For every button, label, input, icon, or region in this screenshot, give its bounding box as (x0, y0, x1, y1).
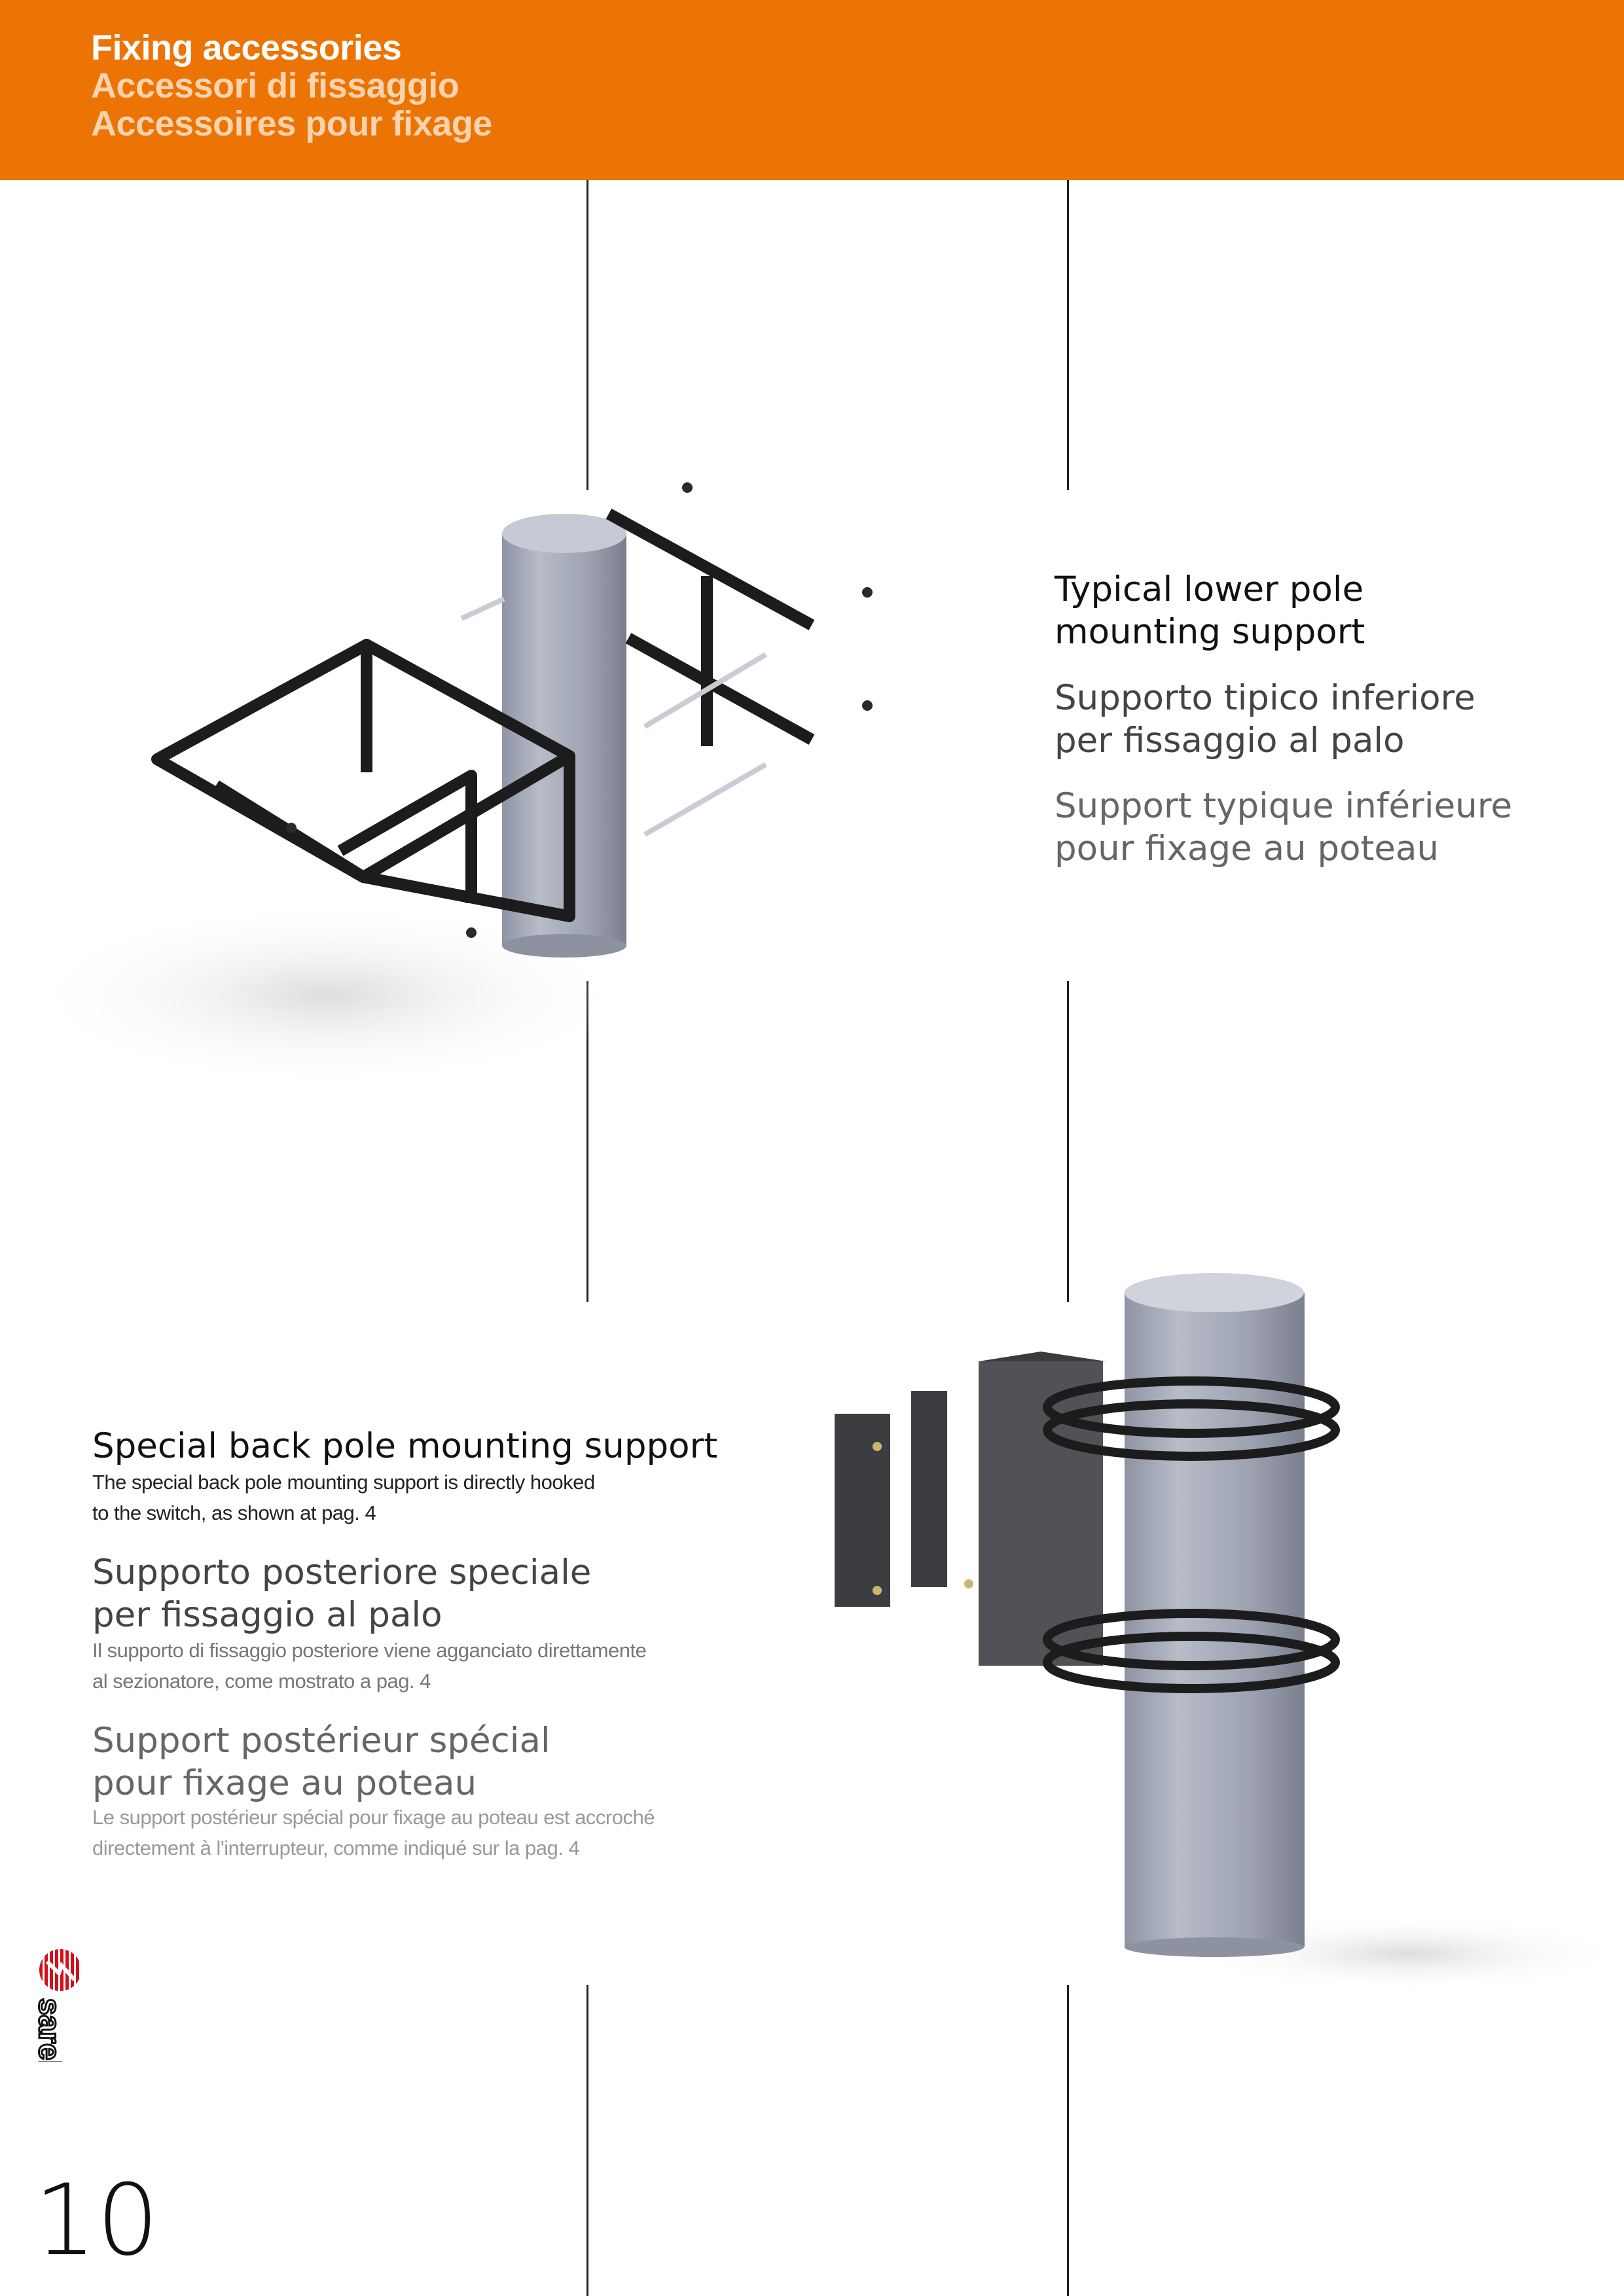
body-line: directement à l'interrupteur, comme indi… (92, 1837, 580, 1859)
body-line: to the switch, as shown at pag. 4 (92, 1501, 376, 1524)
body-line: Le support postérieur spécial pour fixag… (92, 1806, 655, 1829)
back-heading-it: Supporto posteriore speciale per fissagg… (92, 1551, 591, 1636)
heading-line: Supporto posteriore speciale (92, 1552, 592, 1592)
back-body-en: The special back pole mounting support i… (92, 1467, 595, 1528)
lower-pole-support-image (26, 482, 873, 1086)
heading-line: per fissaggio al palo (1055, 721, 1405, 761)
heading-line: mounting support (1055, 612, 1365, 652)
divider-line (1067, 1985, 1069, 2296)
body-line: The special back pole mounting support i… (92, 1471, 595, 1494)
heading-line: Support typique inférieure (1055, 786, 1513, 826)
lower-heading-fr: Support typique inférieure pour fixage a… (1055, 785, 1512, 870)
back-pole-support-image (835, 1273, 1623, 1993)
back-body-it: Il supporto di fissaggio posteriore vien… (92, 1635, 647, 1696)
back-heading-en: Special back pole mounting support (92, 1426, 718, 1466)
title-fr: Accessoires pour fixage (91, 104, 492, 143)
body-line: al sezionatore, come mostrato a pag. 4 (92, 1670, 431, 1693)
lower-heading-it: Supporto tipico inferiore per fissaggio … (1055, 677, 1475, 762)
heading-line: pour fixage au poteau (1055, 829, 1439, 869)
heading-line: Typical lower pole (1055, 569, 1364, 609)
heading-line: Support postérieur spécial (92, 1721, 550, 1761)
divider-line (586, 1985, 588, 2296)
divider-line (1067, 180, 1069, 490)
lower-heading-en: Typical lower pole mounting support (1055, 568, 1365, 653)
heading-line: pour fixage au poteau (92, 1763, 477, 1803)
title-en: Fixing accessories (91, 28, 402, 67)
title-it: Accessori di fissaggio (91, 66, 460, 105)
page-number: 10 (34, 2164, 159, 2278)
divider-line (586, 981, 588, 1302)
divider-line (1067, 981, 1069, 1302)
heading-line: per fissaggio al palo (92, 1595, 442, 1635)
back-body-fr: Le support postérieur spécial pour fixag… (92, 1802, 655, 1863)
svg-text:sarel: sarel (34, 1998, 67, 2062)
sarel-logo: sarel (34, 1949, 81, 2062)
body-line: Il supporto di fissaggio posteriore vien… (92, 1639, 647, 1662)
divider-line (586, 180, 588, 490)
back-heading-fr: Support postérieur spécial pour fixage a… (92, 1719, 550, 1804)
heading-line: Supporto tipico inferiore (1055, 678, 1475, 718)
page-header: Fixing accessories Accessori di fissaggi… (0, 0, 1624, 180)
